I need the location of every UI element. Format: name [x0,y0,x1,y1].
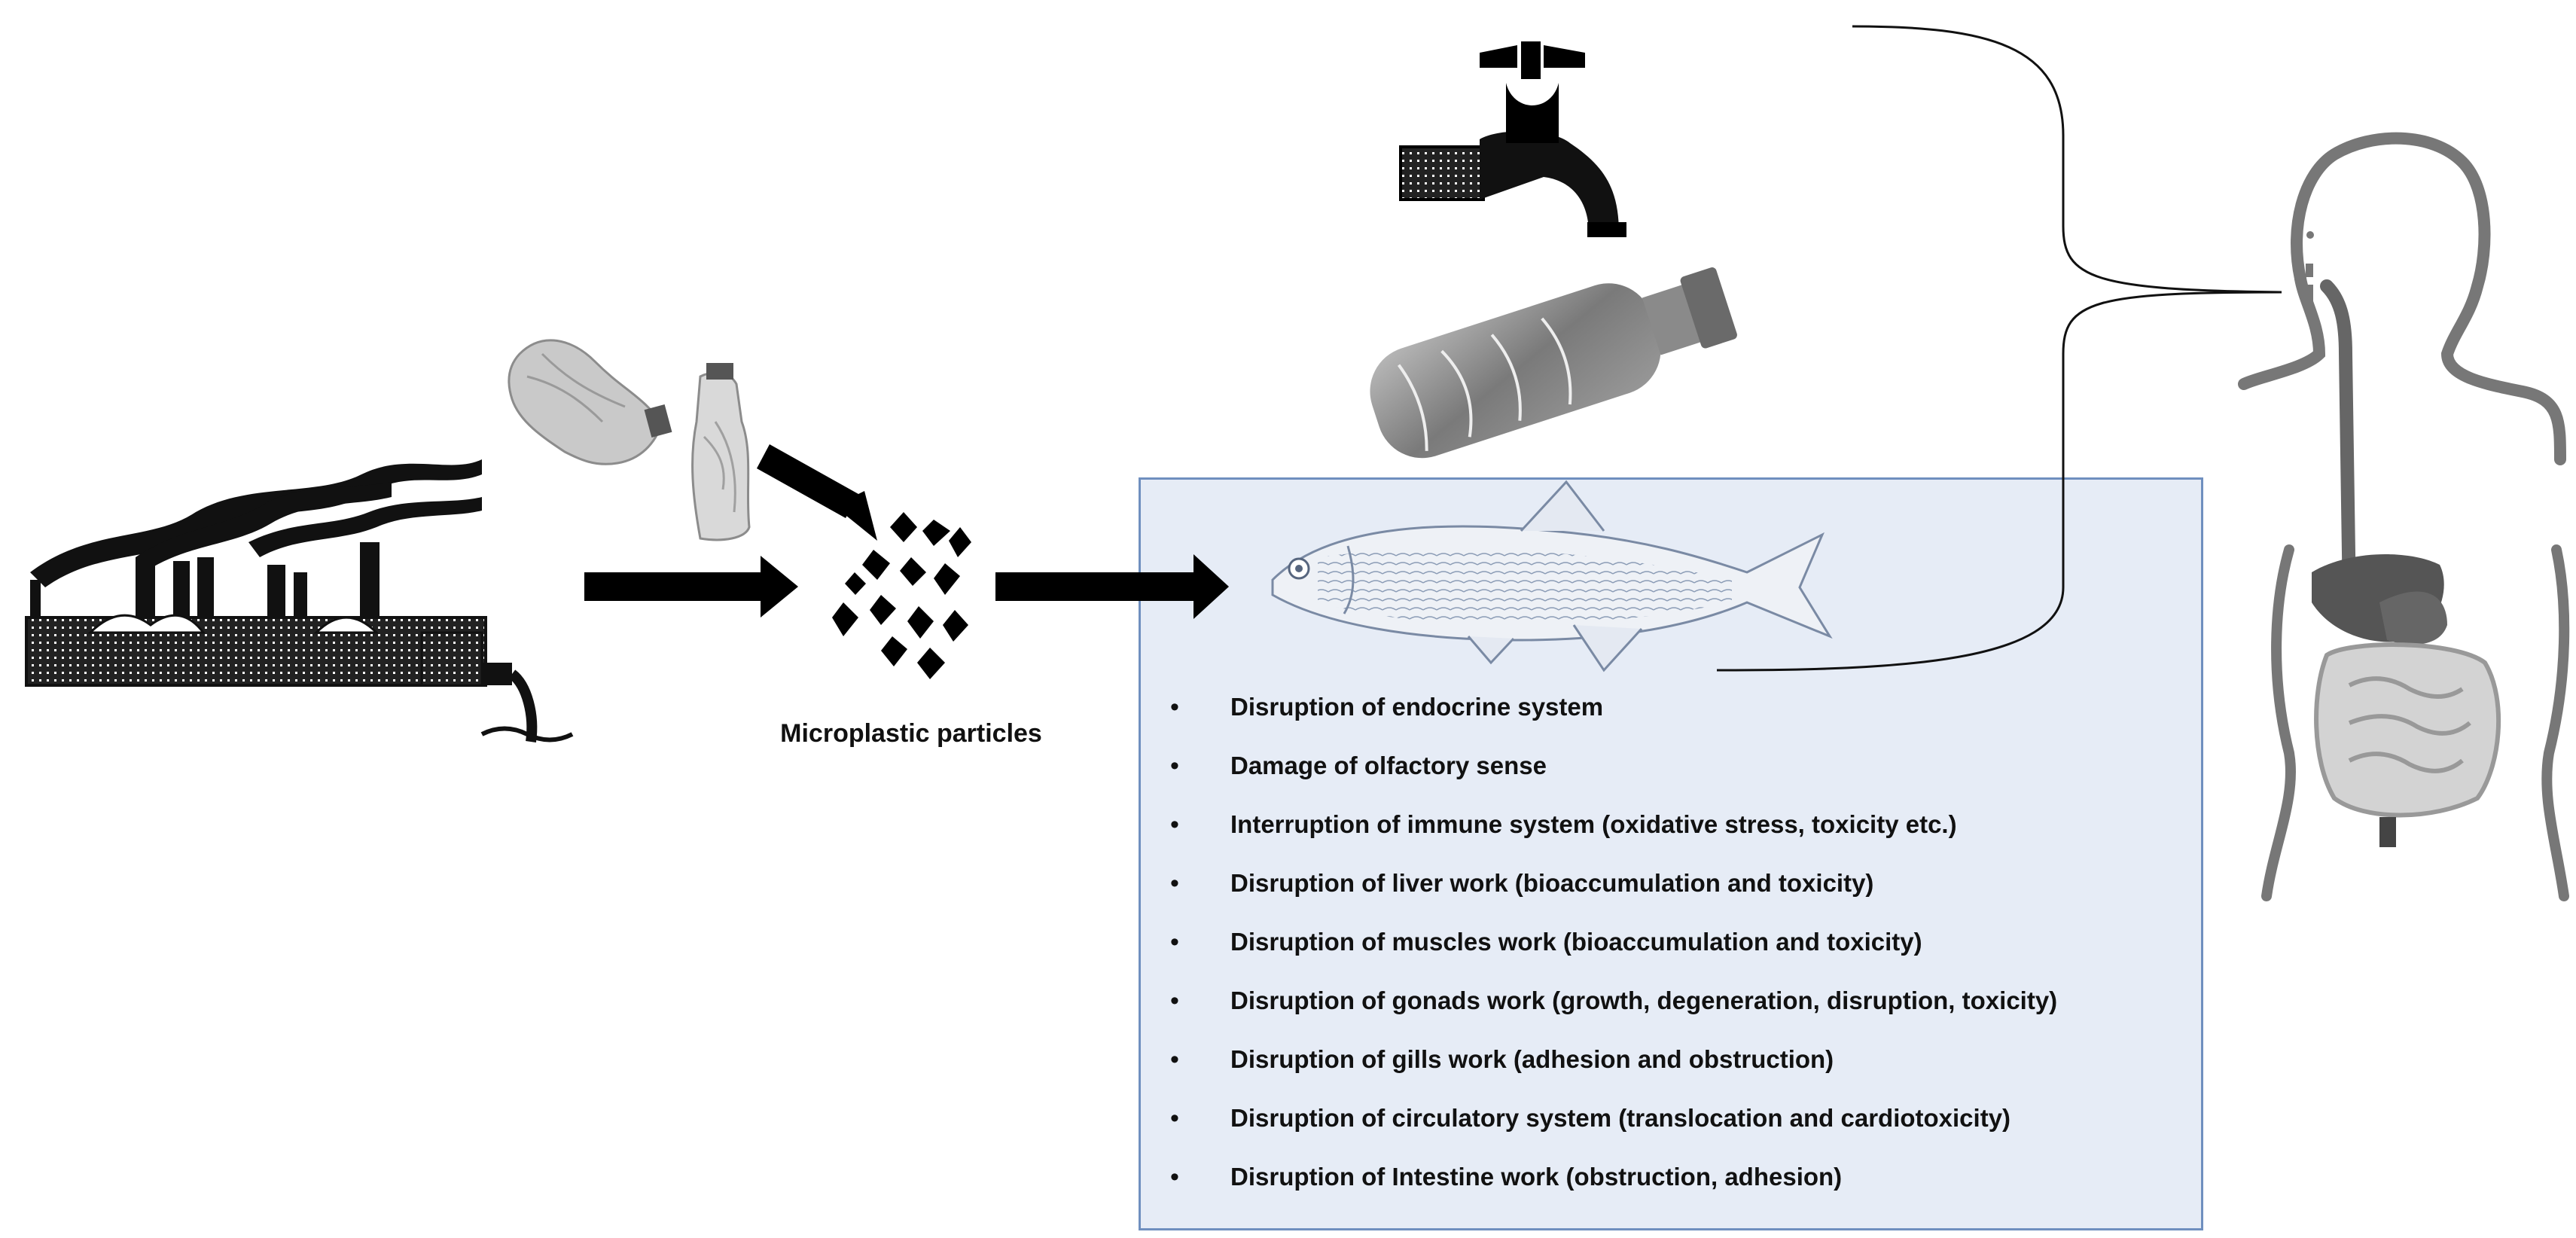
factory-icon [25,459,574,742]
plastic-bottle-icon [1370,267,1737,459]
effect-liver: •Disruption of liver work (bioaccumulati… [1139,854,2203,913]
arrow-factory-to-particles [584,556,798,617]
bullet: • [1170,928,1179,956]
crumpled-bottles-icon [508,339,751,541]
bullet: • [1170,810,1179,839]
effect-gills: •Disruption of gills work (adhesion and … [1139,1030,2203,1089]
effect-intestine: •Disruption of Intestine work (obstructi… [1139,1148,2203,1206]
effect-immune: •Interruption of immune system (oxidativ… [1139,795,2203,854]
effect-circulatory: •Disruption of circulatory system (trans… [1139,1089,2203,1148]
bullet: • [1170,693,1179,721]
bullet: • [1170,986,1179,1015]
bullet: • [1170,752,1179,780]
fish-icon [1271,480,1833,672]
bullet: • [1170,1163,1179,1191]
water-tap-icon [1399,41,1626,237]
arrow-particles-to-fish [995,554,1229,619]
bullet: • [1170,1104,1179,1133]
bullet: • [1170,869,1179,898]
bullet: • [1170,1045,1179,1074]
microplastic-particles-label: Microplastic particles [780,719,1042,748]
effect-endocrine: •Disruption of endocrine system [1139,678,2203,736]
arrow-bottles-to-particles [757,444,877,541]
effect-muscles: •Disruption of muscles work (bioaccumula… [1139,913,2203,971]
human-digestive-system-icon [2238,132,2570,901]
microplastic-particles-icon [832,512,971,679]
effect-olfactory: •Damage of olfactory sense [1139,736,2203,795]
intake-connector [1716,25,2282,672]
effect-gonads: •Disruption of gonads work (growth, dege… [1139,971,2203,1030]
fish-effects-list: •Disruption of endocrine system •Damage … [1139,678,2203,1206]
